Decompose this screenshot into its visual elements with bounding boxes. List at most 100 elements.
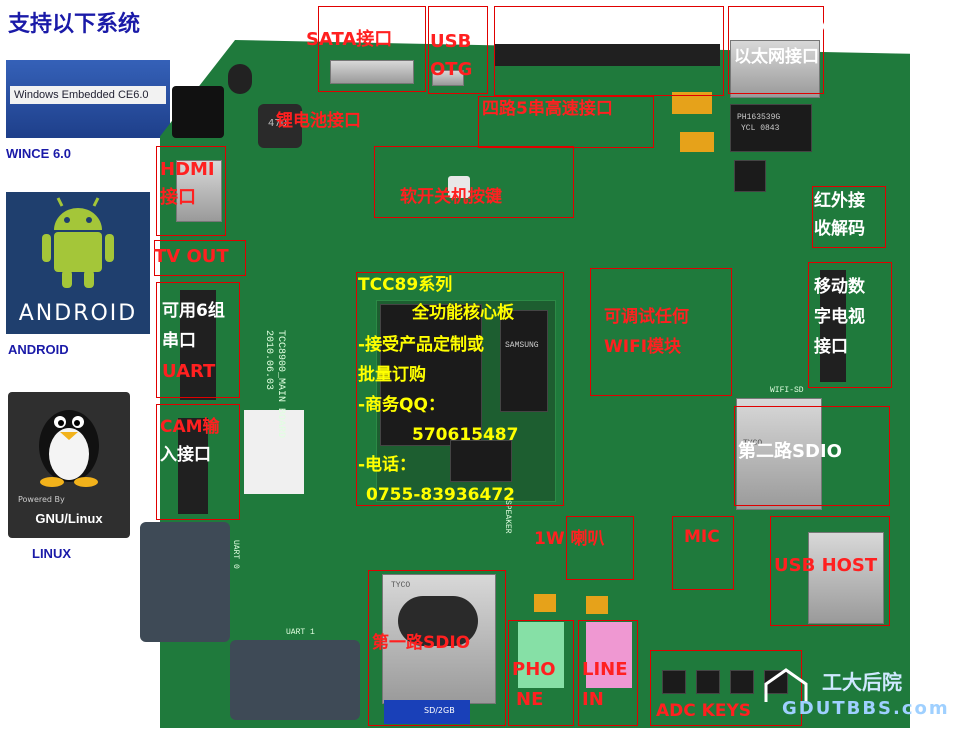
speaker-box (566, 516, 634, 580)
sd2-text: TYCO (743, 439, 763, 448)
label-sticker (244, 410, 304, 494)
android-logo-text: ANDROID (18, 301, 138, 326)
adc-key-2 (696, 670, 720, 694)
uart-box (156, 282, 240, 398)
hdmi-label-1: HDMI (160, 159, 215, 180)
power-button (448, 176, 470, 198)
serial5-box (478, 96, 654, 148)
tantalum-cap-2 (680, 132, 714, 152)
core-board-box (356, 272, 564, 506)
sdio1-box (368, 570, 506, 726)
speaker (398, 596, 478, 646)
cam-label-1: CAM输 (160, 417, 220, 437)
line-in-label-2: IN (582, 689, 604, 710)
ir-box (812, 186, 886, 248)
tantalum-cap-3 (534, 594, 556, 612)
ram-chip (450, 440, 512, 482)
line-in-jack (586, 622, 632, 688)
sd1-text: TYCO (391, 581, 411, 590)
inductor: 470 (258, 104, 302, 148)
supported-os-heading: 支持以下系统 (8, 11, 141, 37)
sata-box (318, 6, 426, 92)
wince-logo-text: Windows Embedded CE6.0 (10, 86, 166, 104)
watermark-site: 工大后院 (822, 670, 902, 694)
flash-chip-text: SAMSUNG (505, 341, 539, 350)
usb-otg-label-1: USB (430, 31, 472, 52)
uart-label-3: UART (162, 361, 216, 382)
tcc89-line-7: -电话： (358, 455, 417, 475)
tcc89-line-5: -商务QQ： (358, 395, 445, 415)
silk-uart1: UART 1 (286, 628, 315, 637)
sata-connector (330, 60, 414, 84)
ethernet-label-1: 10M/100M (734, 17, 834, 37)
silk-uart0: UART 0 (231, 540, 240, 569)
mobile-tv-label-1: 移动数 (814, 277, 865, 297)
tantalum-cap (672, 92, 712, 114)
cpu-chip (380, 304, 482, 446)
lcd-box (494, 6, 724, 96)
sd-card: SD/2GB (384, 700, 470, 724)
flash-chip: SAMSUNG (500, 310, 548, 412)
sata-label: SATA接口 (306, 29, 393, 50)
capacitor (228, 64, 252, 94)
tcc89-line-1: TCC89系列 (358, 275, 453, 295)
uart-label-2: 串口 (162, 331, 196, 351)
speaker-label: 1W 喇叭 (534, 529, 605, 549)
ir-label-1: 红外接 (814, 191, 865, 211)
dc-power-jack (172, 86, 224, 138)
sd-slot-2: TYCO (736, 398, 822, 510)
mobile-tv-label-3: 接口 (814, 337, 848, 357)
eth-chip-text-2: YCL 0843 (741, 124, 780, 133)
tcc89-line-3: -接受产品定制或 (358, 335, 485, 355)
ethernet-label-2: 以太网接口 (734, 47, 819, 67)
tcc89-line-2: 全功能核心板 (412, 303, 514, 323)
watermark-url: GDUTBBS.com (782, 698, 950, 719)
hdmi-label-2: 接口 (160, 187, 196, 208)
wifi-label-2: WIFI模块 (604, 337, 682, 357)
wifi-label-1: 可调试任何 (604, 307, 689, 327)
sdio1-label: 第一路SDIO (372, 633, 471, 653)
ethernet-box (728, 6, 824, 94)
adc-key-3 (730, 670, 754, 694)
line-in-box (578, 620, 638, 726)
tantalum-cap-4 (586, 596, 608, 614)
adc-keys-label: ADC KEYS (656, 701, 752, 721)
charge-label: 锂电池接口 (276, 111, 361, 131)
tcc89-line-4: 批量订购 (358, 365, 426, 385)
lcd-label: 可调任何LCD (516, 13, 628, 34)
mic-label: MIC (684, 527, 720, 547)
tux-penguin-icon (39, 410, 99, 487)
house-icon (764, 668, 808, 702)
linux-logo-text: GNU/Linux (35, 511, 103, 526)
ethernet-jack (730, 40, 820, 98)
hdmi-box (156, 146, 226, 236)
cam-header (178, 418, 208, 514)
wifi-box (590, 268, 732, 396)
ir-label-2: 收解码 (814, 219, 865, 239)
mobile-tv-header (820, 270, 846, 382)
linux-caption: LINUX (32, 546, 71, 561)
usb-otg-connector (432, 70, 464, 86)
tvout-box (154, 240, 246, 276)
phone-box (508, 620, 574, 726)
usb-host-box (770, 516, 890, 626)
tcc89-line-6: 570615487 (412, 425, 519, 445)
mic-box (672, 516, 734, 590)
lcd-connector (494, 44, 720, 66)
inductor-text: 470 (268, 118, 288, 129)
android-logo: ANDROID (6, 192, 150, 334)
cam-box (156, 404, 240, 520)
sd-card-text: SD/2GB (424, 706, 455, 715)
wince-caption: WINCE 6.0 (6, 146, 72, 161)
android-caption: ANDROID (8, 342, 69, 357)
adc-keys-box (650, 650, 802, 726)
power-key-label: 软开关机按键 (400, 187, 502, 207)
mobile-tv-label-2: 字电视 (814, 307, 865, 327)
sdio2-label: 第二路SDIO (738, 441, 842, 462)
cam-label-2: 入接口 (160, 445, 211, 465)
usb-otg-label-2: OTG (430, 59, 473, 80)
sdio2-box (734, 406, 890, 506)
line-in-label-1: LINE (582, 659, 628, 680)
db9-uart0 (140, 522, 230, 642)
uart-label-1: 可用6组 (162, 301, 225, 321)
